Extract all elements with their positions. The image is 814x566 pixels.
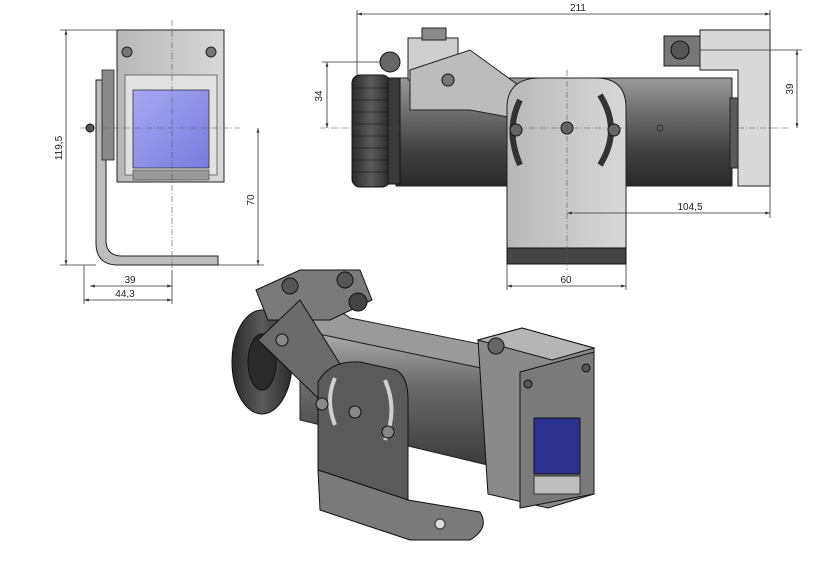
side-bracket-foot	[506, 247, 627, 265]
screw-icon	[281, 277, 299, 295]
dim-overall-height: 119,5	[54, 135, 65, 160]
side-knurled-ring	[351, 74, 391, 188]
screw-icon	[336, 271, 354, 289]
screw-icon	[581, 363, 591, 373]
screw-icon	[607, 123, 621, 137]
screw-icon	[275, 333, 289, 347]
dim-height-70: 70	[246, 194, 257, 206]
side-ring-collar	[387, 77, 401, 185]
screw-icon	[205, 46, 217, 58]
side-view: 211 34 39 104,5 60	[314, 3, 802, 290]
isometric-view	[231, 269, 596, 541]
screw-icon	[487, 337, 505, 355]
front-window	[132, 89, 210, 169]
iso-bracket-plate	[317, 361, 409, 501]
screw-icon	[509, 123, 523, 137]
dim-length-104-5: 104,5	[677, 202, 702, 213]
side-bracket-plate	[506, 77, 627, 253]
dim-width-39: 39	[124, 275, 136, 286]
dim-height-39-right: 39	[785, 83, 796, 95]
screw-icon	[121, 46, 133, 58]
front-window-lower	[132, 169, 210, 181]
front-bracket	[95, 79, 219, 266]
screw-icon	[670, 40, 690, 60]
screw-icon	[315, 397, 329, 411]
front-view: 119,5 70 39 44,3	[54, 20, 264, 304]
screw-icon	[381, 425, 395, 439]
screw-icon	[441, 73, 455, 87]
screw-icon	[348, 292, 368, 312]
iso-window	[533, 417, 581, 475]
dim-offset-34: 34	[314, 90, 325, 102]
dim-width-44-3: 44,3	[115, 289, 135, 300]
front-bracket-clamp	[101, 69, 115, 161]
screw-icon	[379, 51, 401, 73]
screw-icon	[523, 379, 533, 389]
screw-icon	[348, 405, 362, 419]
dim-bracket-60: 60	[560, 275, 572, 286]
dim-overall-length: 211	[570, 3, 586, 14]
